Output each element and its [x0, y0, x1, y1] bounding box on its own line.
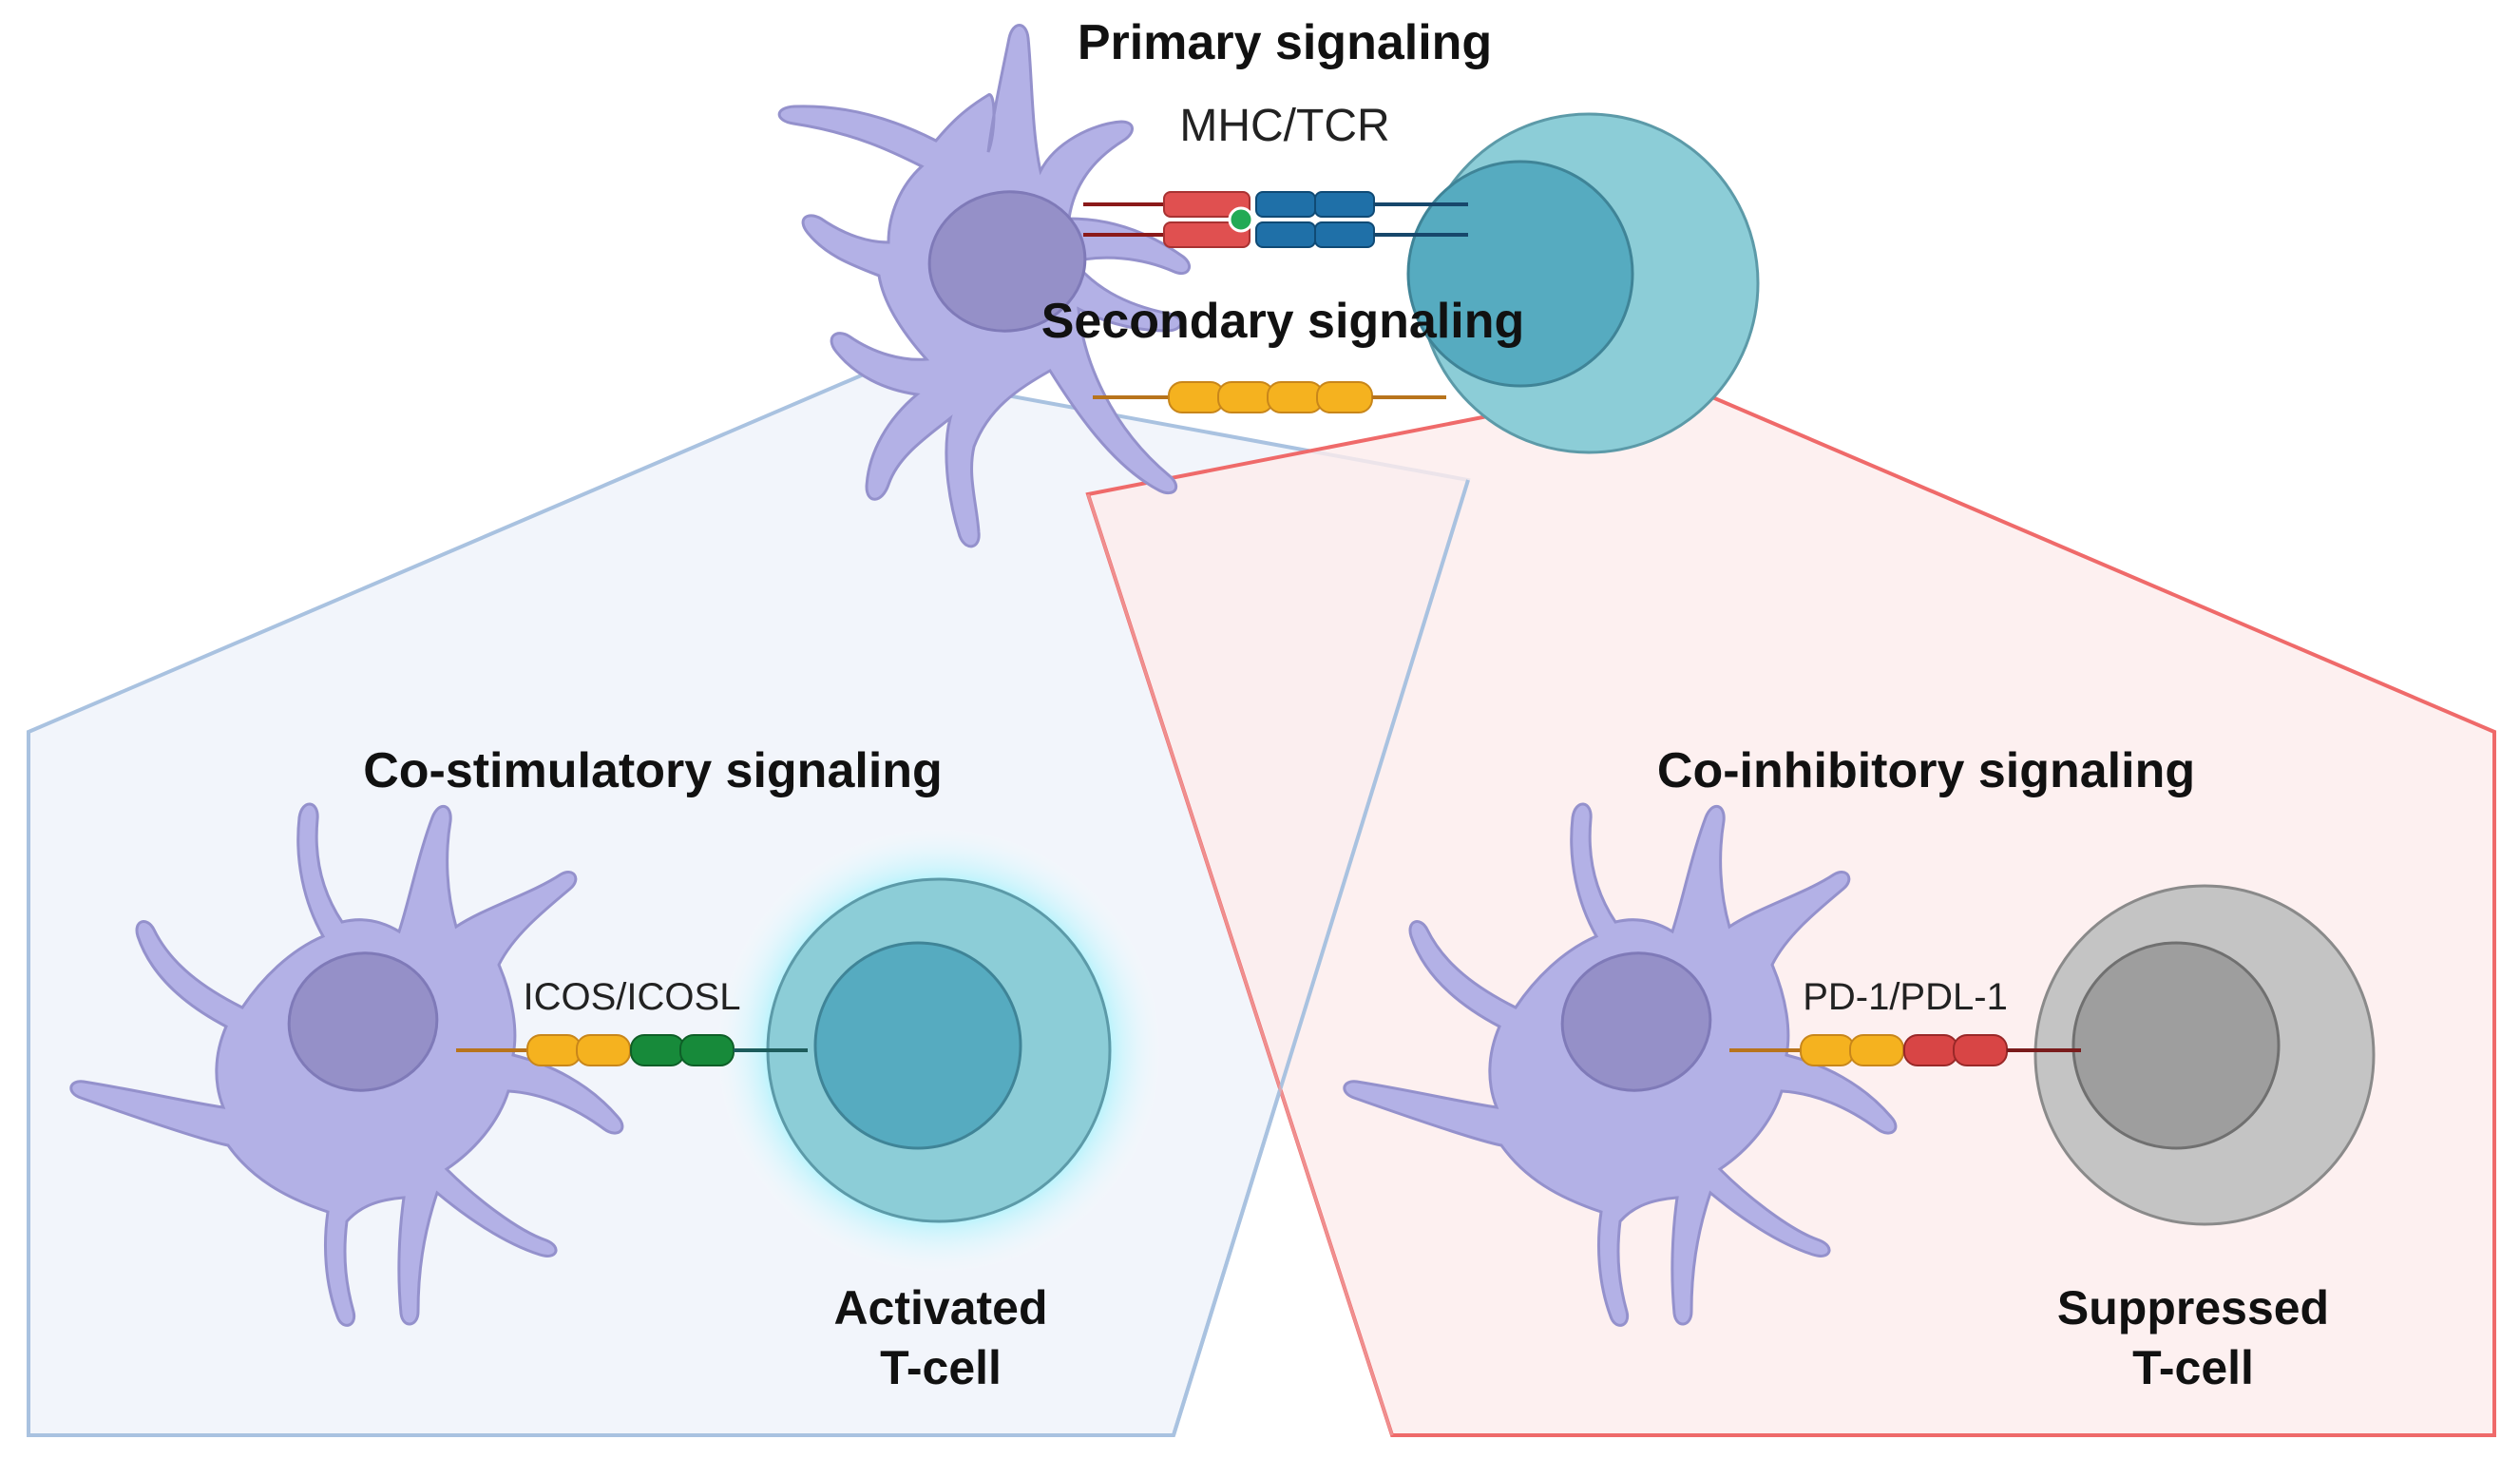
- dendritic-nucleus-left: [287, 951, 439, 1092]
- dendritic-cell-right: [1343, 802, 1898, 1327]
- tcell-top: [1406, 112, 1760, 454]
- peptide-icon: [1228, 206, 1254, 233]
- activated-tcell-label-line1: Activated: [833, 1281, 1047, 1334]
- costim-panel-edge: [1172, 479, 1470, 1436]
- secondary-signaling-title: Secondary signaling: [1041, 294, 1525, 349]
- dendritic-nucleus-top: [927, 190, 1087, 333]
- suppressed-tcell-label-line1: Suppressed: [2057, 1281, 2329, 1334]
- coinhib-panel-edge: [1086, 493, 1394, 1436]
- activated-tcell-label-line2: T-cell: [880, 1341, 1002, 1394]
- dendritic-cell-top: [777, 24, 1192, 548]
- icos-icosl-chain: [456, 1034, 808, 1066]
- suppressed-tcell: [2033, 884, 2376, 1226]
- icos-icosl-label: ICOS/ICOSL: [524, 976, 741, 1018]
- dendritic-cell-left: [69, 802, 624, 1327]
- costimulatory-title: Co-stimulatory signaling: [363, 743, 943, 798]
- pd1-pdl1-label: PD-1/PDL-1: [1803, 976, 2008, 1018]
- coinhibitory-title: Co-inhibitory signaling: [1657, 743, 2195, 798]
- mhc-tcr-complex: [1083, 191, 1468, 248]
- primary-signaling-title: Primary signaling: [1078, 15, 1492, 70]
- dendritic-nucleus-right: [1560, 951, 1712, 1092]
- pd1-pdl1-chain: [1729, 1034, 2081, 1066]
- mhc-tcr-label: MHC/TCR: [1179, 101, 1389, 151]
- secondary-receptor-chain: [1093, 381, 1446, 413]
- suppressed-tcell-label-line2: T-cell: [2132, 1341, 2254, 1394]
